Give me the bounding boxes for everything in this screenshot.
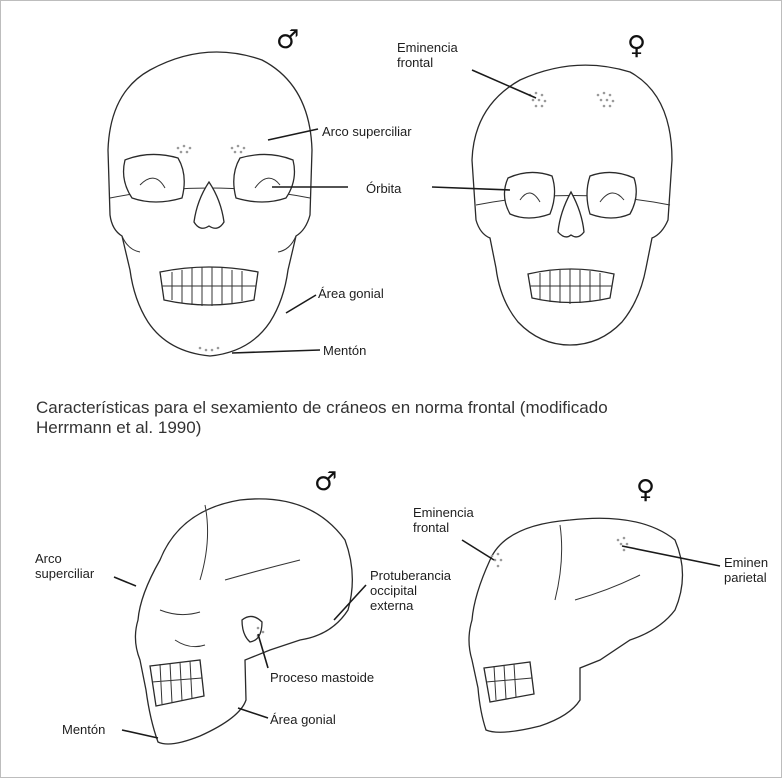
label-eminencia-parietal-1: Eminen — [724, 555, 768, 570]
label-menton-lateral: Mentón — [62, 722, 105, 737]
label-eminencia-parietal-2: parietal — [724, 570, 767, 585]
label-arco-lateral-2: superciliar — [35, 566, 95, 581]
figure-caption: Características para el sexamiento de cr… — [36, 398, 608, 438]
label-eminencia-lateral-1: Eminencia — [413, 505, 474, 520]
label-arco-superciliar: Arco superciliar — [322, 124, 412, 139]
male-frontal-skull — [108, 52, 312, 356]
label-arco-lateral-1: Arco — [35, 551, 62, 566]
label-protuberancia-1: Protuberancia — [370, 568, 452, 583]
label-menton: Mentón — [323, 343, 366, 358]
caption-line-2: Herrmann et al. 1990) — [36, 418, 201, 437]
label-orbita: Órbita — [366, 181, 402, 196]
male-lateral-skull — [135, 499, 352, 744]
label-eminencia-frontal-2: frontal — [397, 55, 433, 70]
label-eminencia-frontal-1: Eminencia — [397, 40, 458, 55]
label-area-gonial: Área gonial — [318, 286, 384, 301]
label-protuberancia-2: occipital — [370, 583, 417, 598]
label-protuberancia-3: externa — [370, 598, 414, 613]
male-symbol-bottom: ♂ — [314, 467, 337, 497]
female-symbol-top: ♀ — [627, 31, 646, 61]
label-proceso-mastoide: Proceso mastoide — [270, 670, 374, 685]
female-symbol-bottom: ♀ — [636, 475, 655, 505]
female-frontal-skull — [472, 65, 672, 345]
label-eminencia-lateral-2: frontal — [413, 520, 449, 535]
caption-line-1: Características para el sexamiento de cr… — [36, 398, 608, 417]
male-symbol-top: ♂ — [276, 25, 299, 55]
label-area-gonial-lateral: Área gonial — [270, 712, 336, 727]
female-lateral-skull — [469, 518, 683, 732]
